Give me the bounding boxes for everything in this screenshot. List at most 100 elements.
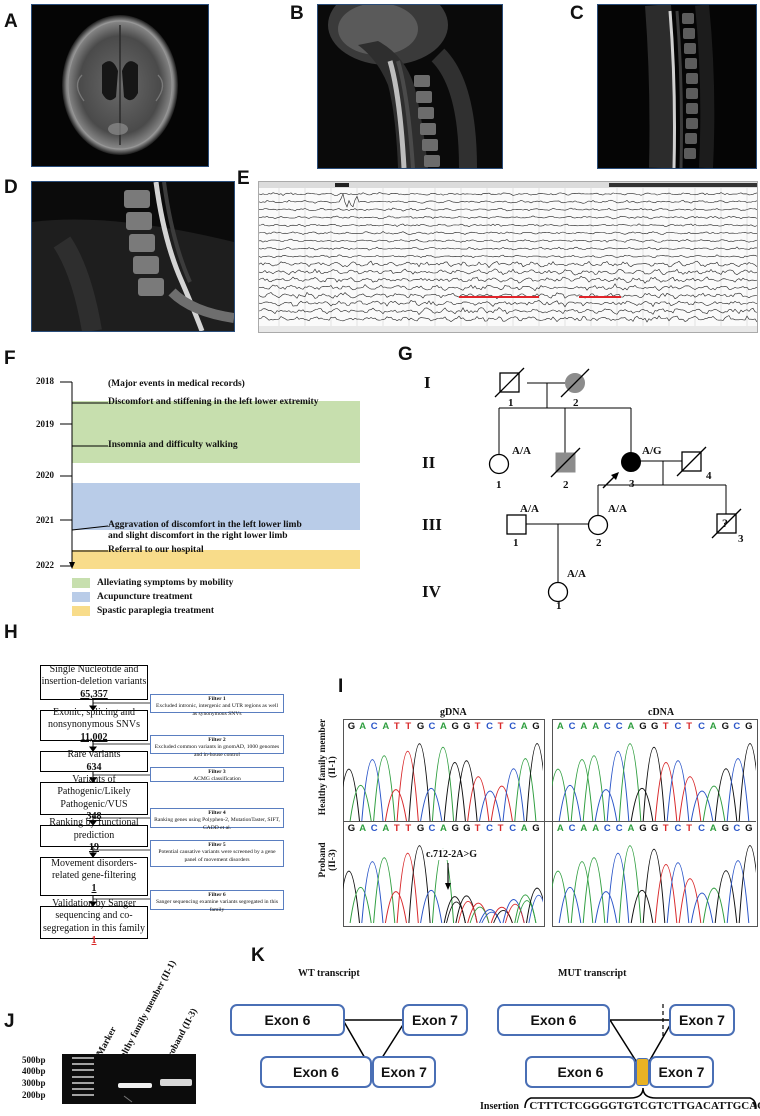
base-call: A	[440, 823, 447, 834]
base-call: C	[674, 823, 682, 834]
chromatogram-peak	[361, 759, 384, 821]
base-call: A	[627, 823, 635, 834]
mut-exon-6-pre: Exon 6	[497, 1004, 610, 1036]
filter-name: Filter 2	[208, 737, 226, 743]
chromatogram-peak	[490, 785, 513, 821]
filter-step-3: Rare variants 634	[40, 749, 148, 773]
thoracic-spine-mri-image	[597, 4, 757, 169]
base-call: C	[603, 823, 611, 834]
filter-box-1: Filter 1 Excluded intronic, intergenic a…	[150, 694, 284, 717]
panel-label-j: J	[4, 1011, 15, 1032]
base-call: C	[733, 721, 741, 732]
filter-name: Filter 3	[208, 769, 226, 775]
timeline-band-acupuncture	[72, 483, 360, 530]
filter-step-text: Validation by Sanger sequencing and co-s…	[43, 897, 145, 934]
genotype-label: A/A	[520, 503, 539, 515]
chromatogram-peak	[349, 887, 372, 923]
base-call: A	[556, 823, 564, 834]
base-call: G	[651, 721, 659, 732]
chromatogram-peak	[502, 768, 525, 821]
chromatogram-peak	[678, 776, 702, 821]
base-call: G	[463, 823, 471, 834]
family-pedigree: I II III IV 1 2 1 2 3 4 1 2 3 1 ? A/A A/…	[420, 360, 756, 612]
row-divider	[343, 821, 756, 822]
base-call: T	[474, 721, 481, 732]
filter-box-5: Filter 5 Potential causative variants we…	[150, 840, 284, 867]
col-title-gdna: gDNA	[440, 707, 467, 718]
chromatogram-peak	[455, 760, 478, 821]
chromatogram-peak	[384, 891, 407, 923]
base-call: A	[709, 823, 717, 834]
pedigree-id: 3	[629, 478, 635, 490]
base-call: C	[568, 721, 576, 732]
chromatogram-peak	[558, 887, 582, 923]
row-label-text: Healthy family member	[318, 718, 328, 816]
base-call: G	[416, 823, 425, 834]
chromatogram-peak	[702, 887, 726, 923]
timeline-event: Aggravation of discomfort in the left lo…	[108, 520, 302, 530]
filter-step-text: Ranking by functional prediction	[49, 817, 139, 841]
panel-label-d: D	[4, 177, 18, 198]
chromatogram-peak	[408, 845, 431, 923]
chromatogram-peak	[431, 747, 455, 821]
chromatogram-peak	[582, 857, 606, 923]
pedigree-id: 4	[706, 470, 712, 482]
chromatogram-peak	[678, 878, 702, 923]
pedigree-iv1-female	[547, 581, 569, 603]
chromatogram-peak	[384, 789, 407, 821]
base-call: G	[745, 823, 753, 834]
filter-step-text: Single Nucleotide and insertion-deletion…	[41, 663, 147, 688]
base-call: T	[686, 721, 693, 732]
chromatogram-peak	[570, 759, 594, 821]
chromatogram-peak	[726, 758, 750, 821]
chromatogram-peak	[420, 787, 443, 821]
panel-label-k: K	[251, 945, 265, 966]
base-call: A	[382, 823, 390, 834]
chromatogram-peak	[642, 849, 666, 923]
base-call: C	[428, 823, 436, 834]
wt-exon-7-spliced: Exon 7	[372, 1056, 436, 1088]
filter-box-6: Filter 6 Sanger sequencing examine varia…	[150, 890, 284, 913]
filter-step-count: 11,002	[80, 731, 108, 743]
chromatogram-peak	[702, 785, 726, 821]
pedigree-unknown-mark: ?	[722, 516, 728, 530]
timeline-event: and slight discomfort in the right lower…	[108, 531, 288, 541]
chromatogram-peak	[666, 760, 690, 821]
base-call: A	[440, 721, 447, 732]
filter-step-count: 1	[91, 882, 97, 894]
pedigree-id: 3	[738, 533, 744, 545]
base-call: C	[428, 721, 436, 732]
chromatogram-peak	[552, 870, 570, 923]
base-call: C	[370, 823, 378, 834]
base-call: T	[662, 823, 669, 834]
chromatogram-peak-secondary	[493, 910, 513, 923]
pedigree-i2-female-deceased	[560, 368, 590, 398]
mut-exon-7-spliced: Exon 7	[649, 1056, 714, 1088]
base-call: G	[721, 823, 729, 834]
generation-label: III	[422, 515, 442, 534]
base-call: A	[627, 721, 635, 732]
base-call: C	[733, 823, 741, 834]
chromatogram-peak	[630, 787, 654, 821]
eeg-channel-trace	[259, 276, 757, 284]
base-call: G	[532, 823, 540, 834]
transcript-diagram: WT transcript MUT transcript Exon 6 Exon…	[225, 960, 760, 1116]
chromatogram-peak	[467, 776, 490, 821]
row-label-proband: Proband (II-3)	[318, 827, 338, 893]
cdna-panel	[552, 719, 758, 927]
filter-box-3: Filter 3 ACMG classification	[150, 767, 284, 782]
chromatogram-peak	[373, 857, 396, 923]
base-call: T	[686, 823, 693, 834]
base-call: G	[639, 823, 647, 834]
filter-step-6: Movement disorders-related gene-filterin…	[40, 857, 148, 896]
legend-label: Alleviating symptoms by mobility	[97, 578, 234, 588]
base-call: A	[382, 721, 390, 732]
base-call: C	[486, 721, 493, 732]
timeline-band-spastic	[72, 550, 360, 569]
ladder-label: 300bp	[22, 1078, 46, 1088]
pedigree-ii3-proband	[602, 452, 641, 489]
base-call: T	[497, 823, 504, 834]
